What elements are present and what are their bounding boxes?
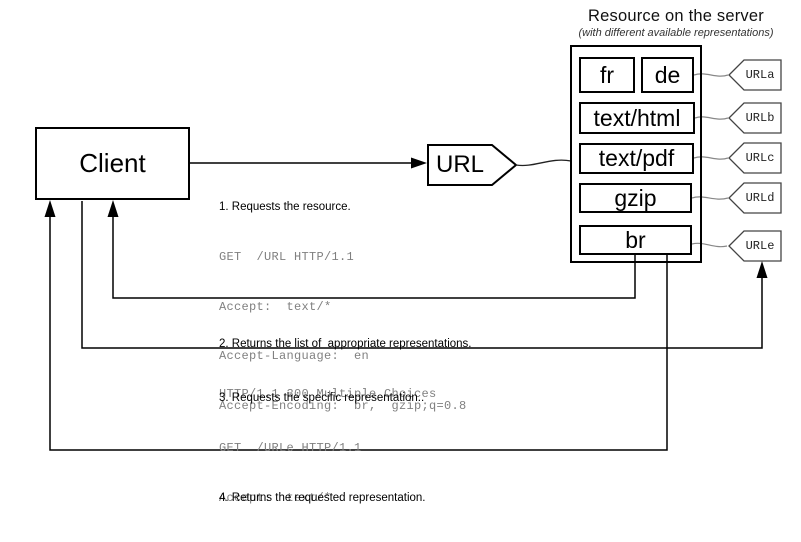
connector-urlb [694, 116, 729, 120]
step-1-code-line: GET /URL HTTP/1.1 [219, 250, 355, 264]
step-1-label: 1. Requests the resource. [219, 201, 351, 213]
url-tag-shape-urlc [728, 142, 782, 174]
rep-box-text-pdf: text/pdf [579, 143, 694, 174]
client-box: Client [35, 127, 190, 200]
url-sign-shape [427, 144, 518, 186]
step-4-label: 4. Returns the requested representation. [219, 492, 426, 504]
step-1-annotation: 1. Requests the resource. GET /URL HTTP/… [219, 165, 467, 449]
rep-box-de: de [641, 57, 694, 93]
server-group-subtitle: (with different available representation… [578, 27, 774, 39]
url-tag-shape-urle [728, 230, 782, 262]
rep-box-br: br [579, 225, 692, 255]
server-outer-box [570, 45, 702, 263]
url-tag-label-urld: URLd [745, 191, 775, 205]
step-2-label: 2. Returns the list of appropriate repre… [219, 338, 472, 350]
step-3-label: 3. Requests the specific representation.… [219, 392, 425, 404]
rep-label-br: br [625, 226, 646, 253]
url-tag-label-urle: URLe [745, 239, 775, 253]
connector-urlc [693, 156, 729, 160]
step-2-code-line: HTTP/1.1 300 Multiple Choices [219, 387, 437, 401]
step-4-annotation: 4. Returns the requested representation.… [219, 456, 426, 542]
client-label: Client [79, 148, 146, 178]
arrow-step3-request-specific [81, 201, 768, 349]
rep-box-gzip: gzip [579, 183, 692, 213]
connector-url-to-server [515, 159, 572, 167]
rep-label-gzip: gzip [614, 184, 657, 211]
step-3-code-line: Accept-Language: en [219, 540, 467, 542]
connector-urld [691, 196, 729, 200]
connector-urle [691, 242, 728, 248]
url-tag-label-urlb: URLb [745, 111, 775, 125]
url-tag-shape-urlb [728, 102, 782, 134]
url-tag-shape-urld [728, 182, 782, 214]
rep-box-text-html: text/html [579, 102, 695, 134]
connector-urla [693, 73, 729, 77]
server-group-title: Resource on the server [588, 7, 764, 25]
url-tag-label-urlc: URLc [745, 151, 775, 165]
step-1-code-line: Accept-Language: en [219, 349, 370, 363]
step-2-annotation: 2. Returns the list of appropriate repre… [219, 302, 472, 438]
url-tag-shape-urla [728, 59, 782, 91]
rep-label-de: de [654, 61, 681, 88]
step-3-code-line: Accept: text/* [219, 490, 332, 505]
arrow-step2-return-list [107, 200, 636, 299]
step-1-code-line: Accept-Encoding: br, gzip;q=0.8 [219, 398, 467, 413]
rep-label-text-pdf: text/pdf [598, 145, 675, 171]
step-3-annotation: 3. Requests the specific representation.… [219, 356, 467, 542]
rep-box-fr: fr [579, 57, 635, 93]
arrow-step1-request [190, 157, 427, 169]
step-1-code-line: Accept: text/* [219, 299, 332, 314]
url-sign-label: URL [435, 151, 484, 178]
url-tag-label-urla: URLa [745, 68, 775, 82]
rep-label-text-html: text/html [593, 104, 681, 131]
step-3-code-line: GET /URLe HTTP/1.1 [219, 441, 362, 455]
rep-label-fr: fr [599, 61, 615, 88]
arrow-step4-return-representation [44, 200, 668, 451]
